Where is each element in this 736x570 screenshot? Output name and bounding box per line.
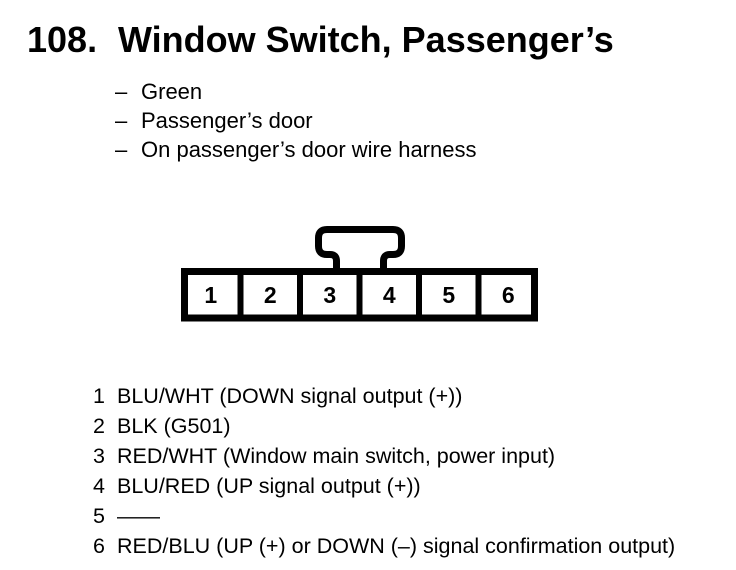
pinout-row: 2 BLK (G501) bbox=[93, 411, 675, 441]
detail-text: On passenger’s door wire harness bbox=[141, 137, 477, 162]
detail-item: – On passenger’s door wire harness bbox=[115, 135, 476, 164]
pin-description: BLK (G501) bbox=[117, 414, 231, 438]
page-title: 108. Window Switch, Passenger’s bbox=[27, 20, 614, 60]
pin-number: 6 bbox=[93, 534, 105, 558]
dash-bullet: – bbox=[115, 137, 128, 162]
connector-lock-tab bbox=[315, 226, 405, 272]
dash-bullet: – bbox=[115, 79, 128, 104]
detail-list: – Green – Passenger’s door – On passenge… bbox=[115, 77, 476, 164]
connector-pin-number: 6 bbox=[502, 282, 515, 308]
pinout-row: 1 BLU/WHT (DOWN signal output (+)) bbox=[93, 381, 675, 411]
pinout-row: 3 RED/WHT (Window main switch, power inp… bbox=[93, 441, 675, 471]
pin-description: BLU/RED (UP signal output (+)) bbox=[117, 474, 421, 498]
pin-description: RED/WHT (Window main switch, power input… bbox=[117, 444, 556, 468]
connector-pin-number: 5 bbox=[442, 282, 455, 308]
pinout-row: 5 —— bbox=[93, 501, 675, 531]
pin-number: 4 bbox=[93, 474, 105, 498]
pin-description: RED/BLU (UP (+) or DOWN (–) signal confi… bbox=[117, 534, 676, 558]
item-title: Window Switch, Passenger’s bbox=[118, 19, 614, 60]
connector-pin-number: 3 bbox=[323, 282, 336, 308]
pin-number: 3 bbox=[93, 444, 105, 468]
pin-description: BLU/WHT (DOWN signal output (+)) bbox=[117, 384, 463, 408]
pin-number: 2 bbox=[93, 414, 105, 438]
cell-dividers bbox=[237, 271, 482, 318]
pinout-row: 4 BLU/RED (UP signal output (+)) bbox=[93, 471, 675, 501]
pin-description: —— bbox=[117, 504, 160, 528]
detail-item: – Green bbox=[115, 77, 476, 106]
pinout-list: 1 BLU/WHT (DOWN signal output (+)) 2 BLK… bbox=[93, 381, 675, 561]
pin-number: 1 bbox=[93, 384, 105, 408]
detail-text: Passenger’s door bbox=[141, 108, 313, 133]
pin-number: 5 bbox=[93, 504, 105, 528]
connector-pin-number: 1 bbox=[204, 282, 217, 308]
connector-pin-number: 4 bbox=[383, 282, 396, 308]
connector-diagram: 1 2 3 4 5 6 bbox=[181, 226, 538, 322]
item-number: 108. bbox=[27, 19, 98, 60]
connector-pin-number: 2 bbox=[264, 282, 277, 308]
pinout-row: 6 RED/BLU (UP (+) or DOWN (–) signal con… bbox=[93, 531, 675, 561]
detail-item: – Passenger’s door bbox=[115, 106, 476, 135]
detail-text: Green bbox=[141, 79, 203, 104]
dash-bullet: – bbox=[115, 108, 128, 133]
